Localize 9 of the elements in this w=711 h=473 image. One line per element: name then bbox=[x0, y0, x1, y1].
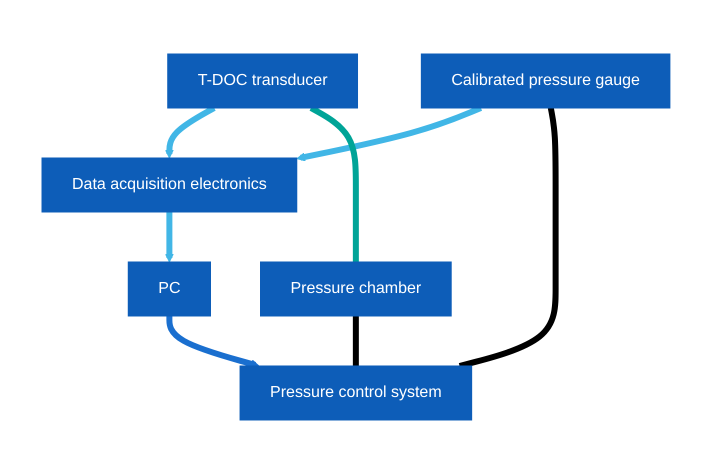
arrow bbox=[164, 212, 174, 262]
node-box: Data acquisition electronics bbox=[41, 157, 297, 212]
node-box: T-DOC transducer bbox=[166, 53, 358, 108]
node-box: PC bbox=[127, 261, 211, 316]
connector bbox=[458, 106, 558, 368]
node-box: Pressure control system bbox=[239, 364, 472, 420]
node-box: Calibrated pressure gauge bbox=[420, 53, 670, 108]
node-box: Pressure chamber bbox=[260, 261, 452, 316]
connector bbox=[352, 316, 358, 366]
